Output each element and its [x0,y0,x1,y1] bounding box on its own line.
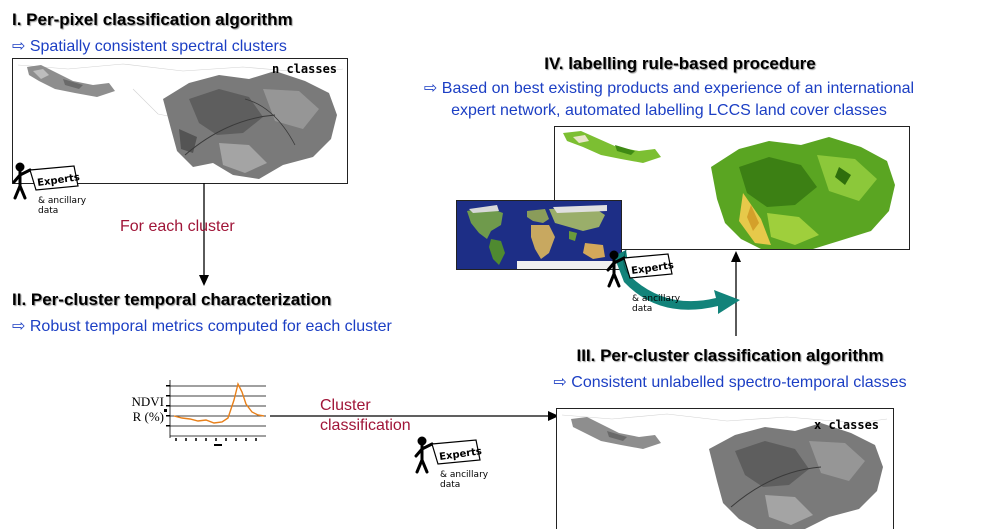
up-arrow-icon [731,251,741,336]
expert-note-line1: & ancillary [38,196,87,206]
step4-subtitle-line2: expert network, automated labelling LCCS… [451,102,887,119]
expert-note-3: & ancillary data [632,294,680,314]
right-arrow-icon: ⇨ [423,80,438,97]
expert-figure-icon: Experts [606,250,675,288]
step3-title: III. Per-cluster classification algorith… [576,346,884,365]
for-each-cluster-label: For each cluster [120,218,235,235]
cluster-label-line1: Cluster [320,397,371,414]
expert-note-2: & ancillary data [440,470,488,490]
expert-note-line2: data [632,304,653,314]
cluster-classification-label: Cluster classification [320,396,411,436]
right-connector-arrow-icon [270,411,559,421]
step4-subtitle-line1-text: Based on best existing products and expe… [441,80,915,97]
step3-map-label: x classes [814,418,880,432]
step1-title: I. Per-pixel classification algorithm [12,10,293,29]
expert-figure-icon: Experts [12,162,81,200]
world-map-image [456,200,622,270]
ndvi-chart-ylabel: NDVI R (%) [108,394,165,424]
expert-note-line2: data [38,206,59,216]
step1-subtitle: ⇨ Spatially consistent spectral clusters [12,36,287,56]
step1-cluster-map [12,58,348,184]
right-arrow-icon: ⇨ [12,38,26,55]
expert-note-1: & ancillary data [38,196,86,216]
step4-subtitle: ⇨ Based on best existing products and ex… [366,78,972,122]
ndvi-ylabel-line1: NDVI [131,394,165,409]
step2-subtitle-text: Robust temporal metrics computed for eac… [29,318,392,335]
expert-note-line2: data [440,480,461,490]
step1-map-label: n classes [272,62,338,76]
step3-class-map [556,408,894,529]
right-arrow-icon: ⇨ [553,374,567,391]
expert-figure-icon: Experts [414,436,483,474]
right-arrow-icon: ⇨ [12,318,26,335]
down-arrow-icon [199,183,209,286]
step3-subtitle-text: Consistent unlabelled spectro-temporal c… [571,374,907,391]
step2-title: II. Per-cluster temporal characterizatio… [12,290,332,309]
step3-subtitle: ⇨ Consistent unlabelled spectro-temporal… [496,372,964,392]
step4-subtitle-line1: ⇨ Based on best existing products and ex… [366,78,972,100]
expert-note-line1: & ancillary [440,470,489,480]
step4-title: IV. labelling rule-based procedure [544,54,816,73]
ndvi-timeseries-chart [164,380,266,446]
ndvi-ylabel-line2: R (%) [132,409,164,424]
step1-subtitle-text: Spatially consistent spectral clusters [29,38,287,55]
step2-subtitle: ⇨ Robust temporal metrics computed for e… [12,316,392,336]
cluster-label-line2: classification [320,417,411,434]
expert-note-line1: & ancillary [632,294,681,304]
